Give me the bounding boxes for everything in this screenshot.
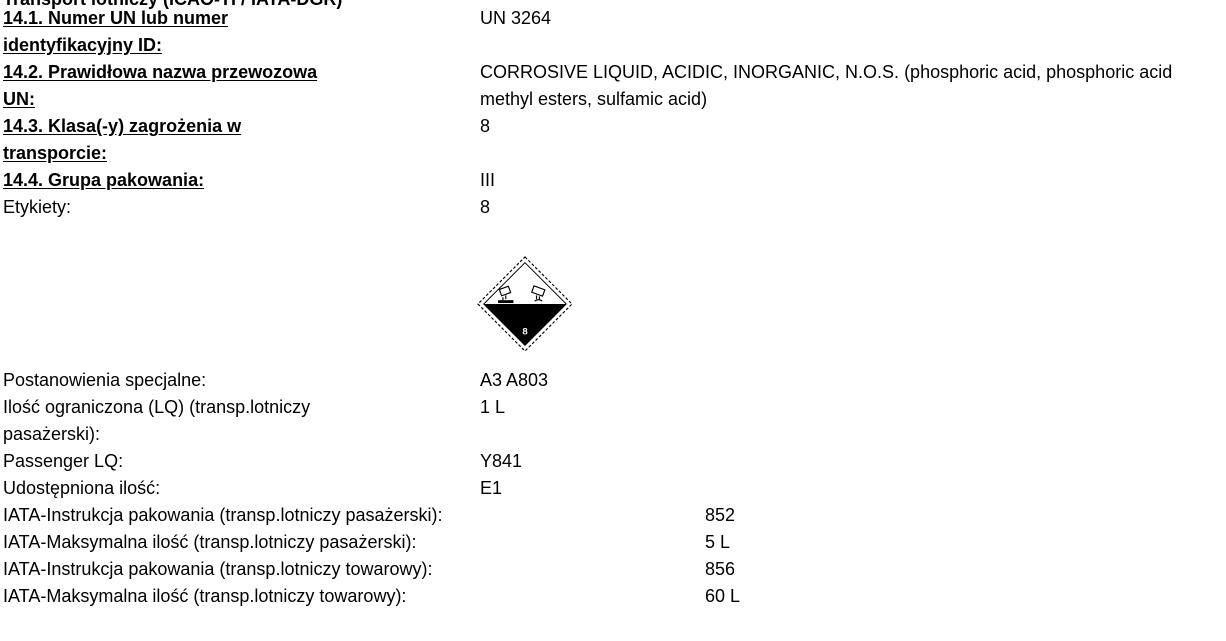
value-iata-max-cargo: 60 L [705,586,741,606]
label-iata-max-cargo: IATA-Maksymalna ilość (transp.lotniczy t… [3,586,407,606]
label-excepted-quantity: Udostępniona ilość: [3,478,161,498]
label-un-number: 14.1. Numer UN lub numer identyfikacyjny… [3,8,229,55]
label-special-provisions: Postanowienia specjalne: [3,370,207,390]
label-iata-packing-cargo: IATA-Instrukcja pakowania (transp.lotnic… [3,559,433,579]
label-packing-group: 14.4. Grupa pakowania: [3,170,205,190]
value-iata-packing-cargo: 856 [705,559,736,579]
value-limited-quantity: 1 L [480,397,506,417]
value-special-provisions: A3 A803 [480,370,549,390]
label-limited-quantity: Ilość ograniczona (LQ) (transp.lotniczy … [3,397,311,444]
value-un-number: UN 3264 [480,8,552,28]
hazard-class-number: 8 [522,327,528,338]
section-header-cut: Transport lotniczy (ICAO-TI / IATA-DGR) [3,0,342,13]
value-labels: 8 [480,197,491,217]
value-passenger-lq: Y841 [480,451,523,471]
label-iata-packing-passenger: IATA-Instrukcja pakowania (transp.lotnic… [3,505,443,525]
label-iata-max-passenger: IATA-Maksymalna ilość (transp.lotniczy p… [3,532,417,552]
value-excepted-quantity: E1 [480,478,503,498]
corrosive-class-8-diamond-icon: 8 [477,256,573,352]
label-hazard-class: 14.3. Klasa(-y) zagrożenia w transporcie… [3,116,242,163]
value-iata-packing-passenger: 852 [705,505,736,525]
label-labels: Etykiety: [3,197,72,217]
value-iata-max-passenger: 5 L [705,532,731,552]
label-shipping-name: 14.2. Prawidłowa nazwa przewozowa UN: [3,62,318,109]
label-passenger-lq: Passenger LQ: [3,451,124,471]
value-packing-group: III [480,170,496,190]
value-hazard-class: 8 [480,116,491,136]
value-shipping-name: CORROSIVE LIQUID, ACIDIC, INORGANIC, N.O… [480,62,1173,109]
